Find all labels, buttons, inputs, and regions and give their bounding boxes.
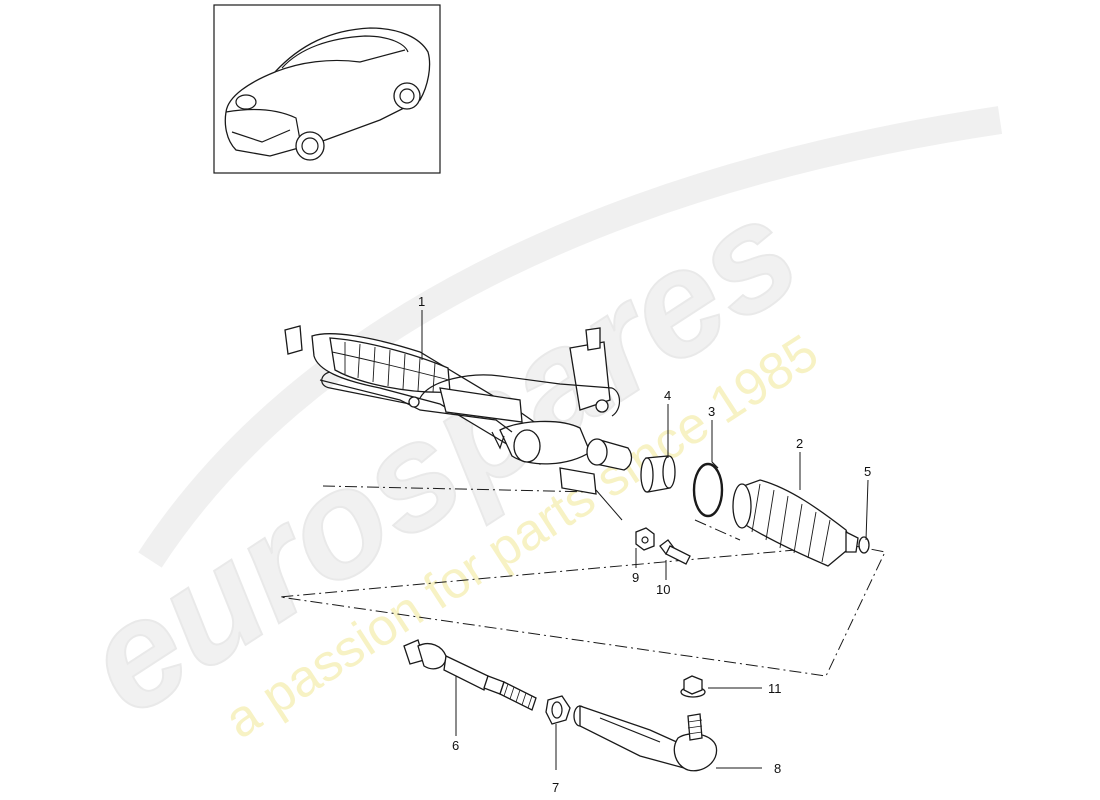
clip-part-3[interactable] [692,461,724,518]
callout-1[interactable]: 1 [418,294,425,309]
bellows-boot-part-2[interactable] [732,479,859,567]
small-ring-part-5[interactable] [858,536,870,554]
callout-11[interactable]: 11 [768,681,782,696]
callout-7[interactable]: 7 [552,780,559,795]
steering-rack-part-1[interactable] [284,325,633,495]
callout-2[interactable]: 2 [796,436,803,451]
leader-lines [421,310,869,770]
bolt-part-10[interactable] [659,539,691,565]
tie-rod-end-part-8[interactable] [573,705,718,772]
ring-part-4[interactable] [640,455,676,493]
callout-10[interactable]: 10 [656,582,670,597]
flange-nut-part-11[interactable] [680,675,706,698]
callout-4[interactable]: 4 [664,388,671,403]
callout-8[interactable]: 8 [774,761,781,776]
tie-rod-part-6[interactable] [403,639,537,711]
callout-labels: 1 2 3 4 5 6 7 8 9 10 11 [418,294,871,795]
nut-part-9[interactable] [635,527,655,551]
callout-6[interactable]: 6 [452,738,459,753]
jam-nut-part-7[interactable] [545,695,571,725]
callout-9[interactable]: 9 [632,570,639,585]
car-coupe-icon [224,27,431,161]
callout-3[interactable]: 3 [708,404,715,419]
callout-5[interactable]: 5 [864,464,871,479]
assembly-group-outline [279,485,886,677]
vehicle-thumbnail[interactable] [213,4,441,174]
